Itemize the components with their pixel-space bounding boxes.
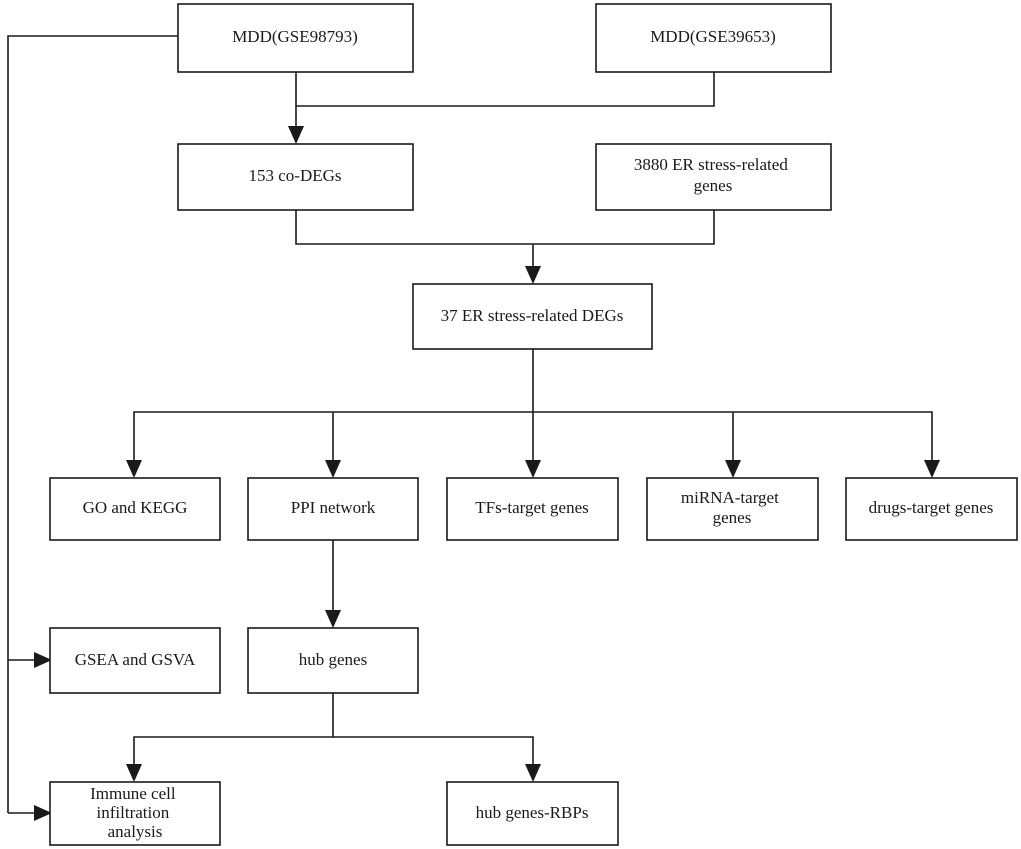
node-mdd-gse39653: MDD(GSE39653): [595, 3, 832, 73]
node-line: miRNA-target: [681, 488, 779, 507]
node-ppi-network-label: PPI network: [291, 498, 376, 517]
node-line: GO and KEGG: [83, 498, 188, 517]
node-line: infiltration: [97, 803, 170, 822]
node-line: 153 co-DEGs: [248, 166, 341, 185]
edge-bus-horizontal: [133, 411, 933, 460]
node-hub-genes-rbps: hub genes-RBPs: [446, 781, 619, 846]
node-mdd-gse98793: MDD(GSE98793): [177, 3, 414, 73]
node-er-stress-degs-label: 37 ER stress-related DEGs: [441, 306, 624, 325]
arrow-to-erdegs: [525, 266, 541, 284]
node-go-kegg-label: GO and KEGG: [83, 498, 188, 517]
arrow-to-gsea: [34, 652, 52, 668]
node-line: TFs-target genes: [475, 498, 588, 517]
node-line: hub genes: [299, 650, 367, 669]
node-immune-cell: Immune cell infiltration analysis: [49, 781, 221, 846]
node-153-co-degs: 153 co-DEGs: [177, 143, 414, 211]
node-er-stress-genes: 3880 ER stress-related genes: [595, 143, 832, 211]
node-immune-cell-label: Immune cell infiltration analysis: [90, 784, 180, 841]
arrow-to-hub-rbps: [525, 764, 541, 782]
node-line: genes: [713, 508, 752, 527]
node-line: drugs-target genes: [869, 498, 994, 517]
node-line: MDD(GSE98793): [232, 27, 358, 46]
node-ppi-network: PPI network: [247, 477, 419, 541]
node-line: hub genes-RBPs: [476, 803, 589, 822]
arrow-to-immune-left: [34, 805, 52, 821]
node-line: 37 ER stress-related DEGs: [441, 306, 624, 325]
edge-codegs-join: [295, 210, 715, 245]
arrow-to-go-kegg: [126, 460, 142, 478]
arrow-to-mirna: [725, 460, 741, 478]
node-line: GSEA and GSVA: [75, 650, 196, 669]
node-line: 3880 ER stress-related: [634, 155, 788, 174]
edge-gse98793-left-branch: [7, 35, 178, 813]
node-mirna-target-genes-label: miRNA-target genes: [681, 488, 783, 527]
edge-gse39653-join: [296, 72, 715, 107]
node-line: genes: [694, 176, 733, 195]
node-tfs-target-genes-label: TFs-target genes: [475, 498, 588, 517]
node-line: Immune cell: [90, 784, 176, 803]
node-drugs-target-genes-label: drugs-target genes: [869, 498, 994, 517]
node-gsea-gsva: GSEA and GSVA: [49, 627, 221, 694]
arrow-to-tfs: [525, 460, 541, 478]
node-mdd-gse98793-label: MDD(GSE98793): [232, 27, 358, 46]
arrow-to-hub: [325, 610, 341, 628]
edge-hub-split: [133, 736, 534, 767]
node-go-kegg: GO and KEGG: [49, 477, 221, 541]
node-er-stress-genes-label: 3880 ER stress-related genes: [634, 155, 792, 195]
node-line: analysis: [108, 822, 163, 841]
arrow-to-immune-top: [126, 764, 142, 782]
node-mirna-target-genes: miRNA-target genes: [646, 477, 819, 541]
node-gsea-gsva-label: GSEA and GSVA: [75, 650, 196, 669]
arrow-to-ppi: [325, 460, 341, 478]
node-hub-genes-rbps-label: hub genes-RBPs: [476, 803, 589, 822]
node-er-stress-degs: 37 ER stress-related DEGs: [412, 283, 653, 350]
connectors: [7, 35, 933, 814]
arrow-to-drugs: [924, 460, 940, 478]
arrow-to-codegs: [288, 126, 304, 144]
node-hub-genes-label: hub genes: [299, 650, 367, 669]
node-line: MDD(GSE39653): [650, 27, 776, 46]
node-line: PPI network: [291, 498, 376, 517]
arrowheads: [34, 126, 940, 821]
node-mdd-gse39653-label: MDD(GSE39653): [650, 27, 776, 46]
node-153-co-degs-label: 153 co-DEGs: [248, 166, 341, 185]
node-hub-genes: hub genes: [247, 627, 419, 694]
node-drugs-target-genes: drugs-target genes: [845, 477, 1018, 541]
node-tfs-target-genes: TFs-target genes: [446, 477, 619, 541]
